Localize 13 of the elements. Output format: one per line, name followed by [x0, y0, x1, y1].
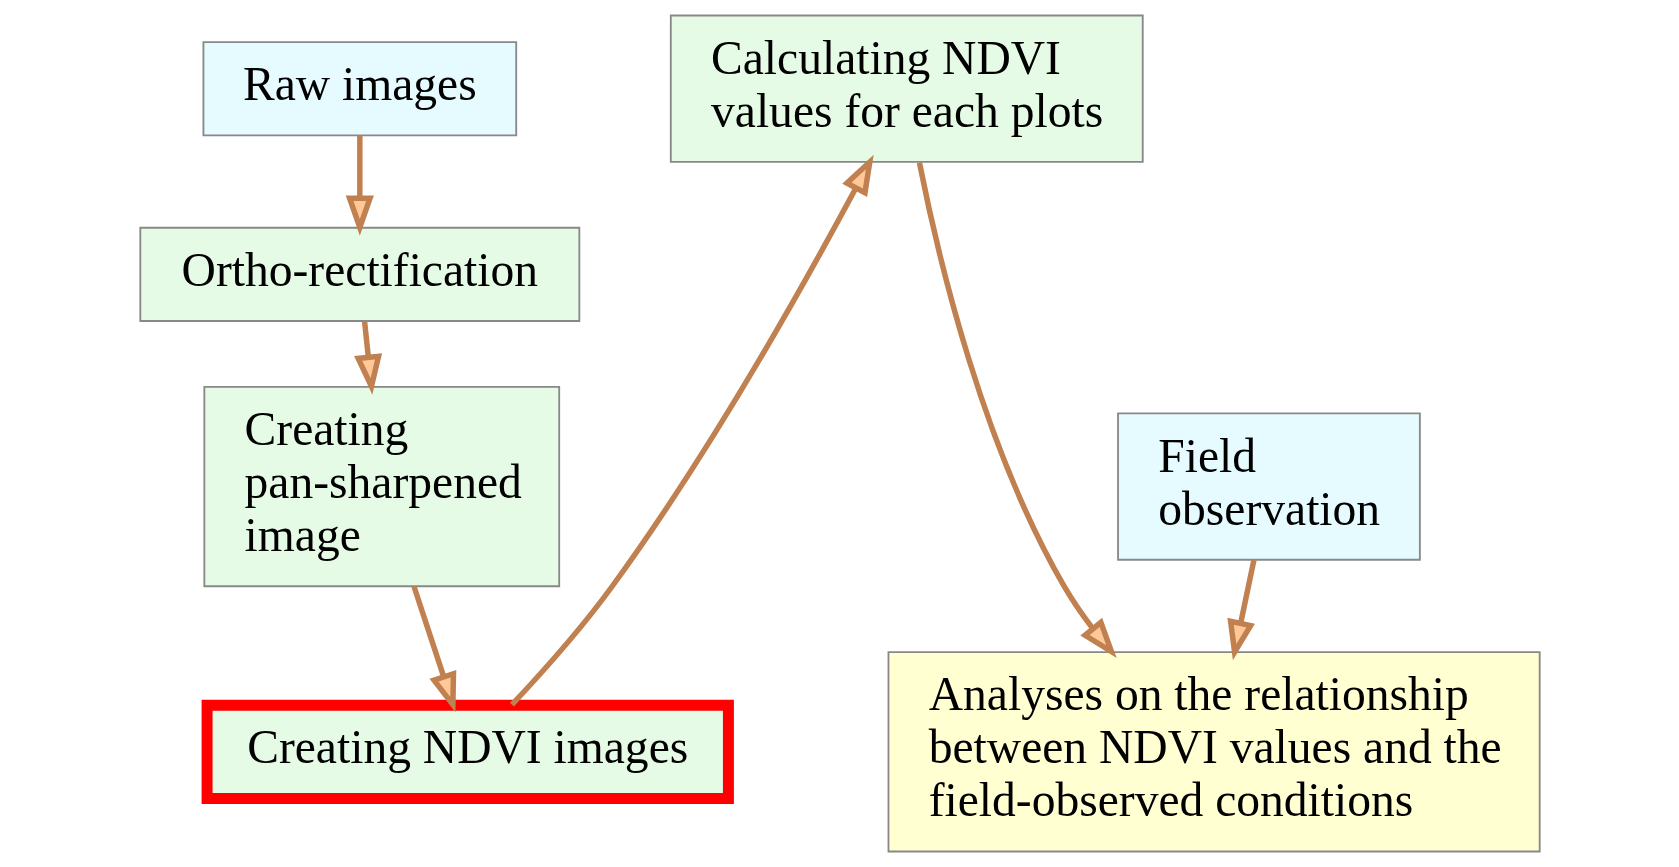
arrow: [1226, 559, 1257, 661]
node-box: Analyses on the relationship between NDVI values and the field-observed conditions: [887, 651, 1541, 853]
arrow: [353, 321, 382, 395]
node-box: Raw images: [202, 41, 517, 137]
node-box: Creating NDVI images: [201, 699, 734, 804]
node-box: Field observation: [1116, 412, 1421, 561]
arrow: [410, 585, 456, 713]
node-box: Calculating NDVI values for each plots: [669, 14, 1144, 163]
arrow: [916, 162, 1117, 658]
arrow: [345, 135, 374, 236]
node-box: Creating pan-sharpened image: [202, 385, 560, 588]
node-box: Ortho-rectification: [138, 226, 580, 322]
arrow: [509, 154, 874, 707]
